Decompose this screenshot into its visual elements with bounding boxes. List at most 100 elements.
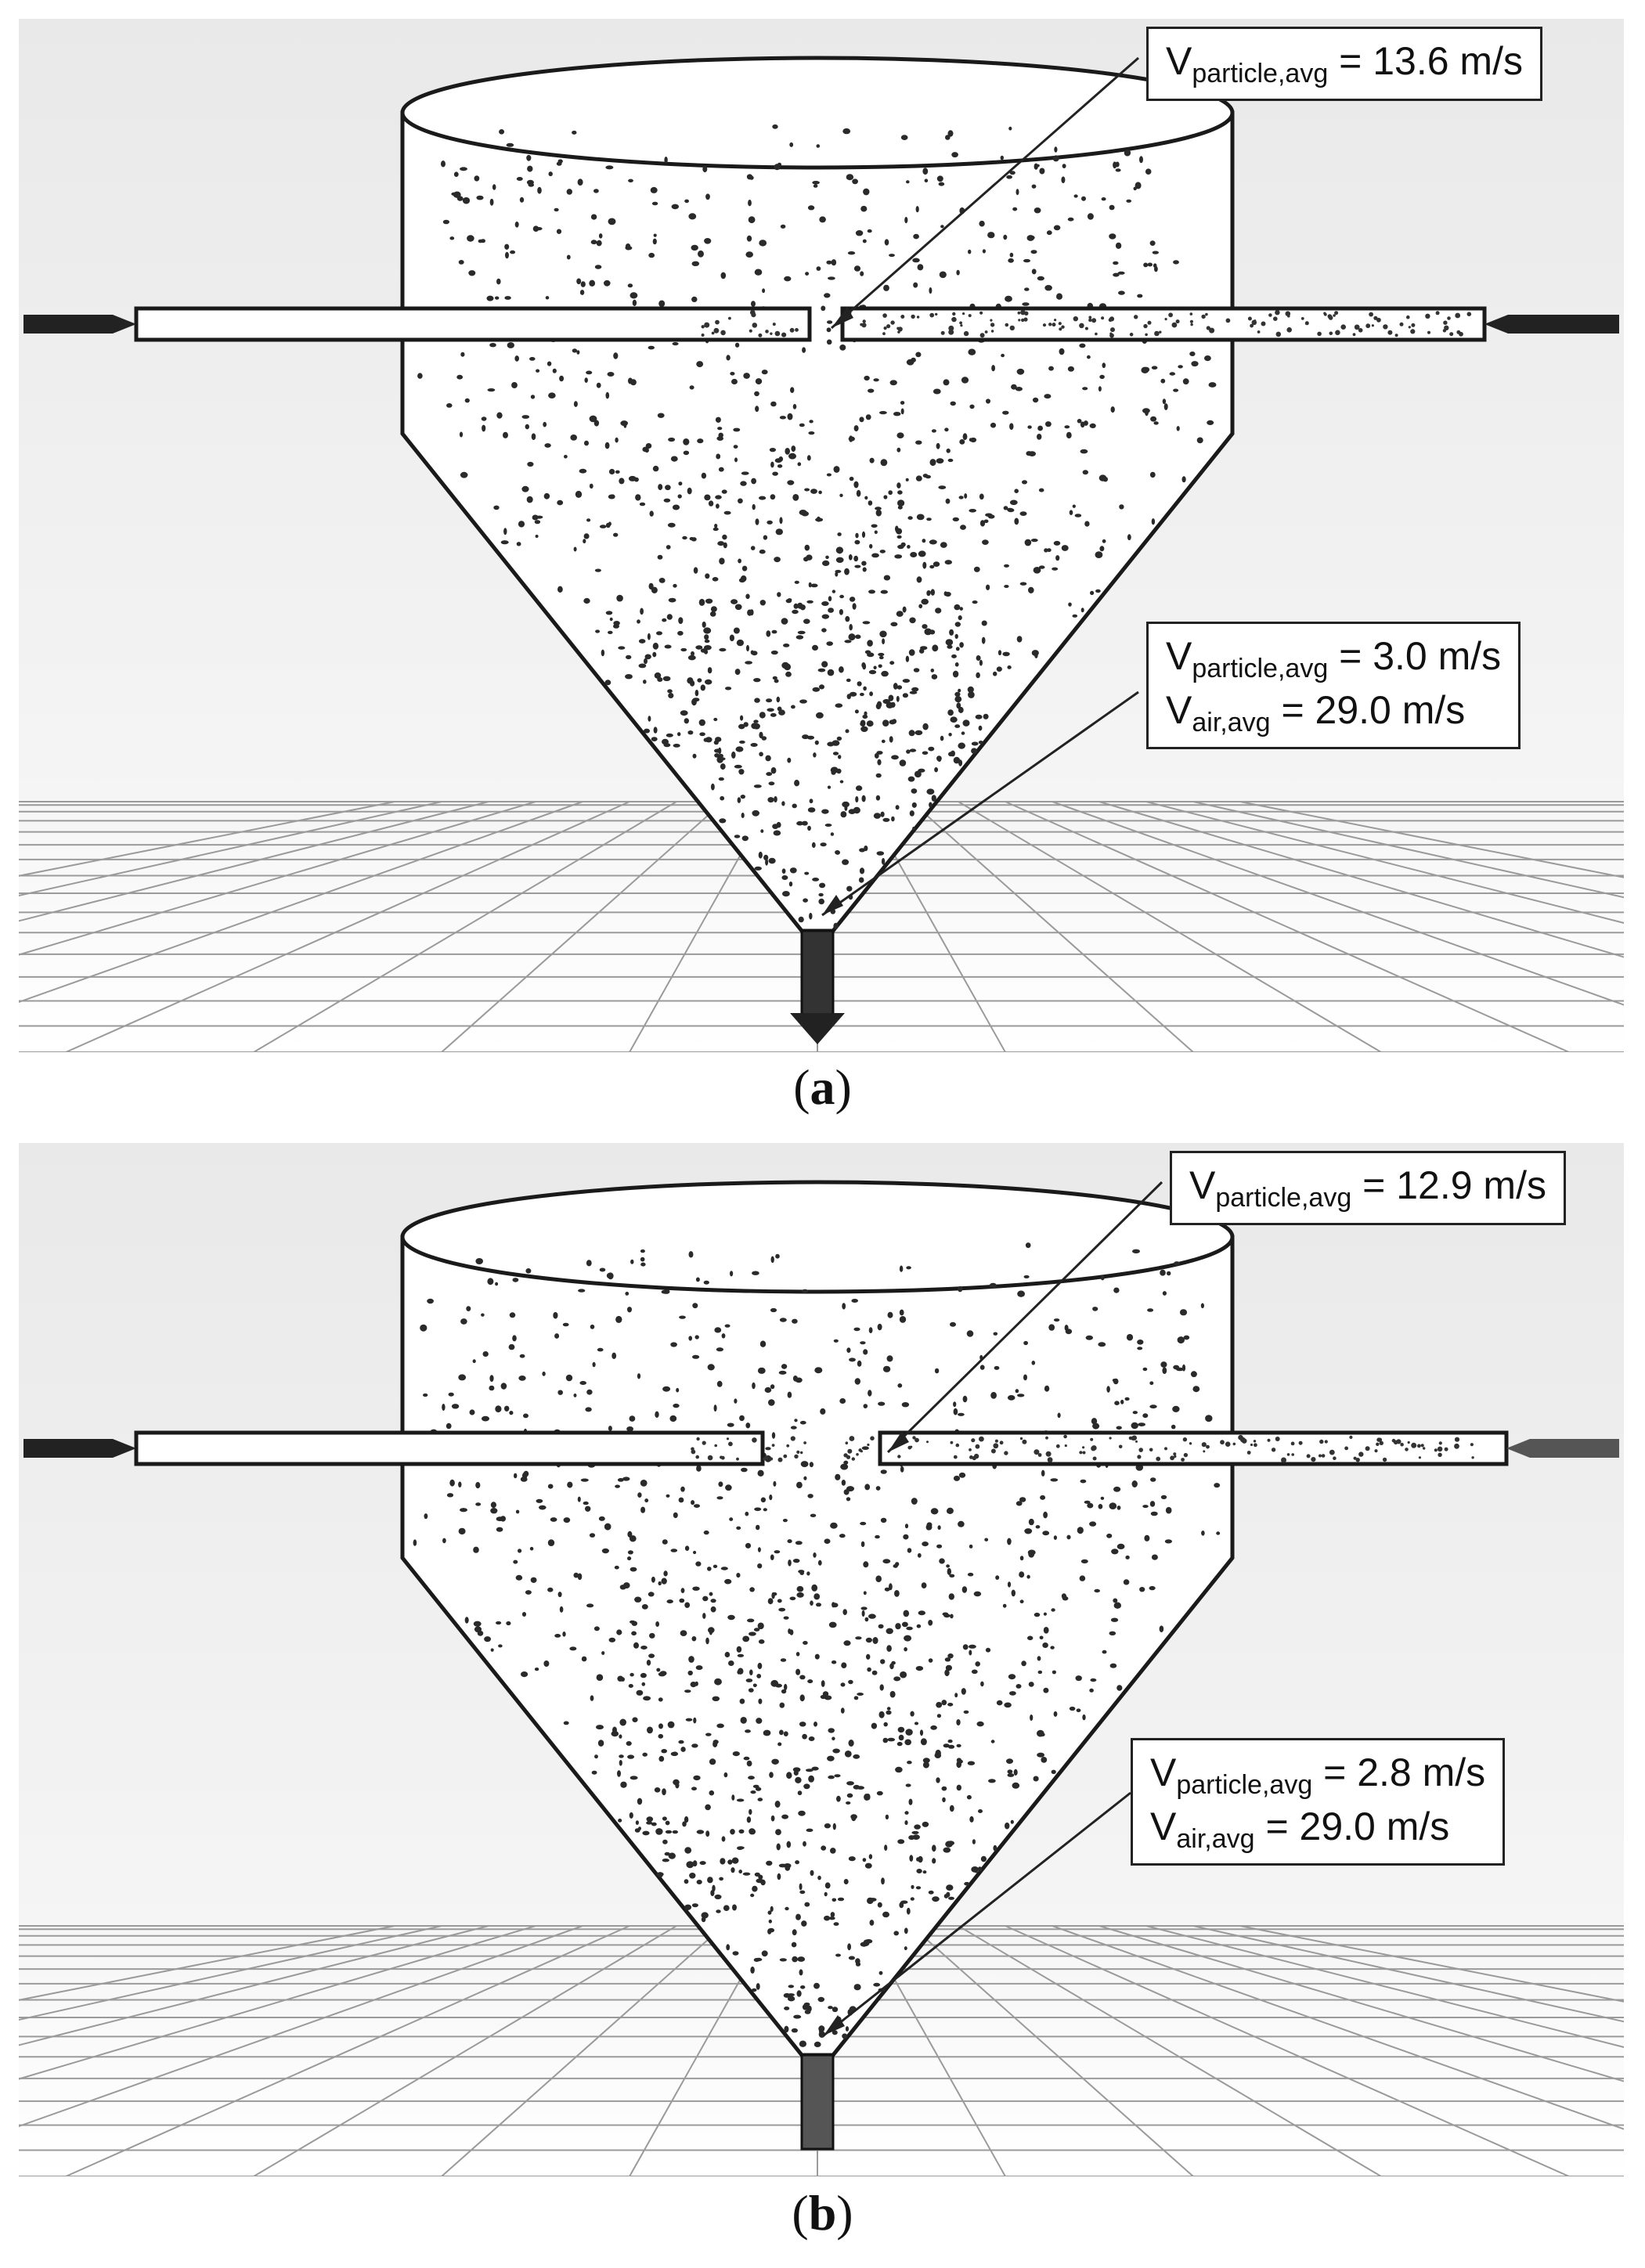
particle: [745, 1729, 751, 1733]
particle: [837, 1897, 845, 1902]
particle: [1002, 410, 1009, 415]
pipe-particle: [1225, 318, 1231, 323]
particle: [912, 826, 916, 831]
particle: [1077, 419, 1082, 424]
particle: [714, 1327, 722, 1333]
pipe-particle: [1173, 1452, 1177, 1456]
pipe-particle: [1418, 1456, 1421, 1459]
particle: [684, 1545, 690, 1551]
particle: [860, 1521, 867, 1526]
particle: [897, 1839, 905, 1844]
particle: [750, 1966, 755, 1974]
particle: [808, 1775, 814, 1783]
particle: [881, 1877, 885, 1885]
particle: [788, 1985, 795, 1989]
particle: [655, 1411, 659, 1418]
particle: [925, 474, 931, 479]
particle: [896, 432, 904, 438]
pipe-particle: [935, 312, 938, 316]
pipe-particle: [1454, 1437, 1460, 1442]
particle: [948, 1896, 954, 1900]
particle: [736, 1646, 742, 1653]
particle: [922, 1758, 930, 1763]
pipe-particle: [1147, 320, 1152, 325]
pipe-particle: [1387, 330, 1393, 335]
particle: [1085, 1335, 1094, 1340]
particle: [733, 627, 740, 634]
particle: [662, 618, 667, 622]
pipe-particle: [1253, 1440, 1257, 1443]
particle: [821, 628, 827, 633]
particle: [956, 1719, 961, 1725]
particle: [844, 640, 852, 644]
particle: [550, 1517, 557, 1522]
particle: [460, 471, 468, 478]
particle: [694, 1681, 698, 1686]
particle: [757, 1469, 764, 1477]
particle: [907, 1548, 912, 1553]
particle: [1087, 213, 1094, 220]
particle: [1011, 384, 1017, 390]
pipe-particle: [1250, 1443, 1254, 1447]
particle: [1152, 251, 1160, 254]
particle: [906, 359, 914, 366]
particle: [1208, 382, 1217, 388]
particle: [542, 1371, 546, 1376]
grid-line: [19, 801, 442, 897]
particle: [652, 651, 657, 658]
particle: [855, 1636, 862, 1640]
particle: [899, 1309, 904, 1316]
particle: [1150, 1511, 1158, 1516]
particle: [1052, 155, 1059, 162]
particle: [562, 1322, 569, 1327]
particle: [767, 1910, 772, 1915]
pipe-particle: [907, 1445, 912, 1450]
particle: [780, 1658, 787, 1662]
particle: [539, 1505, 547, 1510]
particle: [705, 1804, 711, 1811]
grid-line: [65, 801, 630, 1052]
particle: [1207, 420, 1214, 426]
particle: [792, 1956, 798, 1963]
particle: [743, 722, 749, 727]
particle: [911, 687, 919, 692]
pipe-particle: [897, 330, 900, 334]
particle: [673, 744, 680, 748]
particle: [911, 1498, 918, 1505]
particle: [879, 411, 887, 415]
particle: [615, 1484, 620, 1488]
particle: [908, 1798, 913, 1805]
particle: [875, 509, 882, 517]
particle: [946, 1891, 951, 1898]
particle: [839, 1398, 846, 1404]
inlet-arrow-left: [23, 315, 136, 334]
particle: [638, 1826, 641, 1830]
particle: [547, 1484, 554, 1489]
particle: [971, 748, 978, 754]
particle: [878, 655, 884, 660]
particle: [952, 670, 959, 678]
particle: [521, 415, 530, 419]
particle: [810, 583, 818, 588]
particle: [832, 2030, 838, 2035]
particle: [827, 669, 835, 676]
particle: [808, 1736, 815, 1741]
particle: [811, 1584, 818, 1592]
particle: [698, 719, 705, 727]
particle: [1147, 1308, 1154, 1312]
particle: [878, 1624, 884, 1629]
particle: [864, 1617, 869, 1622]
particle: [739, 1415, 745, 1422]
particle: [883, 1722, 888, 1727]
particle: [609, 617, 613, 622]
particle: [723, 542, 727, 549]
pipe-particle: [777, 1457, 783, 1462]
pipe-particle: [736, 1457, 739, 1461]
particle: [839, 594, 844, 599]
particle: [734, 764, 742, 769]
vessel-top-rim: [400, 56, 1235, 170]
particle: [781, 875, 788, 880]
pipe-particle: [1091, 318, 1097, 323]
particle: [628, 178, 633, 182]
particle: [634, 1596, 642, 1603]
